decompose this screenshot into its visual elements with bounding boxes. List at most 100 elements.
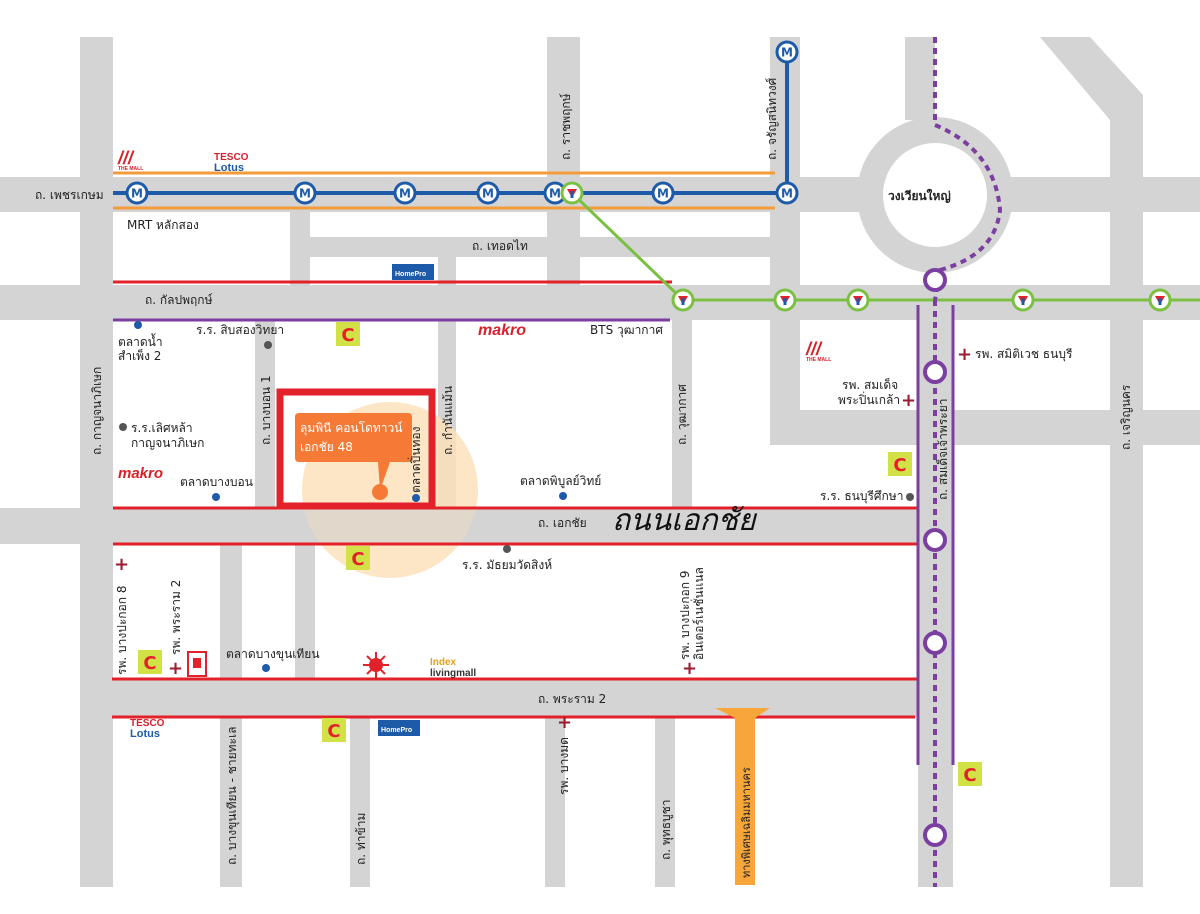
svg-text:Lotus: Lotus <box>130 728 160 740</box>
expressway <box>715 708 770 885</box>
mrt-station-icon[interactable]: M <box>293 181 317 205</box>
place-talat-bangbon: ตลาดบางบอน <box>180 475 253 489</box>
hospital-icon: + <box>682 658 697 679</box>
road-bangkhunthian-chaithale: ถ. บางขุนเทียน - ชายทะเล <box>225 727 240 865</box>
purple-station-icon[interactable] <box>923 360 947 384</box>
sampheng-line1: ตลาดน้ำ <box>118 333 163 349</box>
hospital-icon: + <box>114 554 129 575</box>
purple-station-icon[interactable] <box>923 268 947 292</box>
svg-text:TESCO: TESCO <box>214 152 249 163</box>
svg-text:livingmall: livingmall <box>430 668 476 679</box>
red-road-lines <box>112 280 918 719</box>
project-pin[interactable]: ลุมพินี คอนโดทาวน์ เอกชัย 48 <box>295 413 412 500</box>
point-talat-phibun <box>559 492 567 500</box>
orange-lines <box>113 171 775 210</box>
project-name-line2: เอกชัย 48 <box>300 440 353 454</box>
road-phetkasem: ถ. เพชรเกษม <box>35 188 104 202</box>
place-hosp-rama2: รพ. พระราม 2 <box>169 580 183 655</box>
svg-text:Lotus: Lotus <box>214 162 244 174</box>
brand-index-livingmall: Index livingmall <box>430 657 476 679</box>
mrt-station-icon[interactable]: M <box>125 181 149 205</box>
project-location-box[interactable] <box>276 388 436 510</box>
purple-station-icon[interactable] <box>923 631 947 655</box>
somdet-line1: รพ. สมเด็จ <box>842 377 898 392</box>
svg-text:///: /// <box>117 148 135 168</box>
svg-text:M: M <box>482 187 494 201</box>
purple-station-icon[interactable] <box>923 823 947 847</box>
hospital-icon: + <box>557 712 572 733</box>
lertlah-line2: กาญจนาภิเษก <box>131 436 204 450</box>
mrt-station-icon[interactable]: M <box>651 181 675 205</box>
road-kalapaphruek: ถ. กัลปพฤกษ์ <box>145 293 213 307</box>
road-bangbon1: ถ. บางบอน 1 <box>259 375 273 445</box>
road-somdetchaophraya: ถ. สมเด็จเจ้าพระยา <box>935 399 950 501</box>
bts-station-icon[interactable] <box>1011 288 1035 312</box>
sampheng-line2: สำเพ็ง 2 <box>118 348 161 363</box>
bigc-icon: C <box>346 546 370 570</box>
roundabout-center <box>883 143 987 247</box>
road-kanchanaphisek: ถ. กาญจนาภิเษก <box>90 367 104 455</box>
mrt-station-icon[interactable]: M <box>775 181 799 205</box>
svg-text:THE MALL: THE MALL <box>806 357 831 363</box>
bts-station-icon[interactable] <box>846 288 870 312</box>
brand-makro-left: makro <box>118 465 163 482</box>
place-talat-nam-sampheng2: ตลาดน้ำ สำเพ็ง 2 <box>118 333 163 363</box>
road-ekkachai-big: ถนนเอกชัย <box>612 503 758 538</box>
mrt-station-icon[interactable]: M <box>393 181 417 205</box>
place-hosp-somdet: รพ. สมเด็จ พระปิ่นเกล้า <box>838 377 900 407</box>
purple-line-stations <box>923 268 947 847</box>
mrt-station-icon[interactable]: M <box>476 181 500 205</box>
place-school-lertlah: ร.ร.เลิศหล้า กาญจนาภิเษก <box>131 421 204 450</box>
bts-station-icon[interactable] <box>773 288 797 312</box>
purple-station-icon[interactable] <box>923 528 947 552</box>
bangprakok9-line1: รพ. บางปะกอก 9 <box>678 571 692 660</box>
brand-makro-top: makro <box>478 322 526 339</box>
place-mrt-laksong: MRT หลักสอง <box>127 218 199 232</box>
svg-text:C: C <box>341 325 354 346</box>
place-school-sibsong: ร.ร. สิบสองวิทยา <box>196 323 284 337</box>
bigc-icon: C <box>888 452 912 476</box>
bts-station-icon[interactable] <box>1148 288 1172 312</box>
brand-the-mall-right: /// THE MALL <box>805 339 831 363</box>
hospital-icon: + <box>957 344 972 365</box>
road-thoedthai: ถ. เทอดไท <box>472 239 528 253</box>
bigc-icon: C <box>336 322 360 346</box>
mrt-station-icon[interactable]: M <box>775 40 799 64</box>
point-talat-pinthong <box>412 494 420 502</box>
bts-stations <box>560 181 1172 312</box>
bts-station-icon[interactable] <box>671 288 695 312</box>
place-school-mattayom-watsing: ร.ร. มัธยมวัดสิงห์ <box>462 558 552 572</box>
svg-text:C: C <box>351 549 364 570</box>
point-school-thonburisuksa <box>906 493 914 501</box>
place-hosp-bangmod: รพ. บางมด <box>557 737 571 795</box>
road-ratchaphruek: ถ. ราชพฤกษ์ <box>559 93 573 160</box>
road-charoennakhon: ถ. เจริญนคร <box>1119 384 1133 450</box>
road-phutthabucha: ถ. พุทธบูชา <box>659 799 674 860</box>
mrt-line <box>113 50 789 195</box>
place-hosp-samitivej: รพ. สมิติเวช ธนบุรี <box>975 347 1073 362</box>
hospital-icon: + <box>168 658 183 679</box>
lertlah-line1: ร.ร.เลิศหล้า <box>131 421 193 435</box>
svg-text:Index: Index <box>430 657 457 668</box>
place-talat-bangkhunthian: ตลาดบางขุนเทียน <box>226 647 320 662</box>
svg-text:M: M <box>131 187 143 201</box>
point-school-lertlah <box>119 423 127 431</box>
svg-text:C: C <box>963 765 976 786</box>
point-markers <box>119 321 914 672</box>
brand-building-icon <box>187 651 207 677</box>
hospital-icon: + <box>901 390 916 411</box>
bts-station-icon[interactable] <box>560 181 584 205</box>
svg-text:HomePro: HomePro <box>395 271 426 278</box>
svg-text:M: M <box>299 187 311 201</box>
svg-text:TESCO: TESCO <box>130 718 165 729</box>
place-wongwian-yai: วงเวียนใหญ่ <box>888 188 951 203</box>
place-hosp-bangprakok8: รพ. บางปะกอก 8 <box>115 586 129 675</box>
place-talat-pinthong: ตลาดปิ่นทอง <box>407 427 423 493</box>
point-sampheng <box>134 321 142 329</box>
place-hosp-bangprakok9: รพ. บางปะกอก 9 อินเตอร์เนชั่นแนล <box>678 567 706 660</box>
svg-text:M: M <box>781 46 793 60</box>
road-ekkachai: ถ. เอกชัย <box>538 516 587 530</box>
brand-tesco-lotus-top: TESCO Lotus <box>214 152 249 174</box>
